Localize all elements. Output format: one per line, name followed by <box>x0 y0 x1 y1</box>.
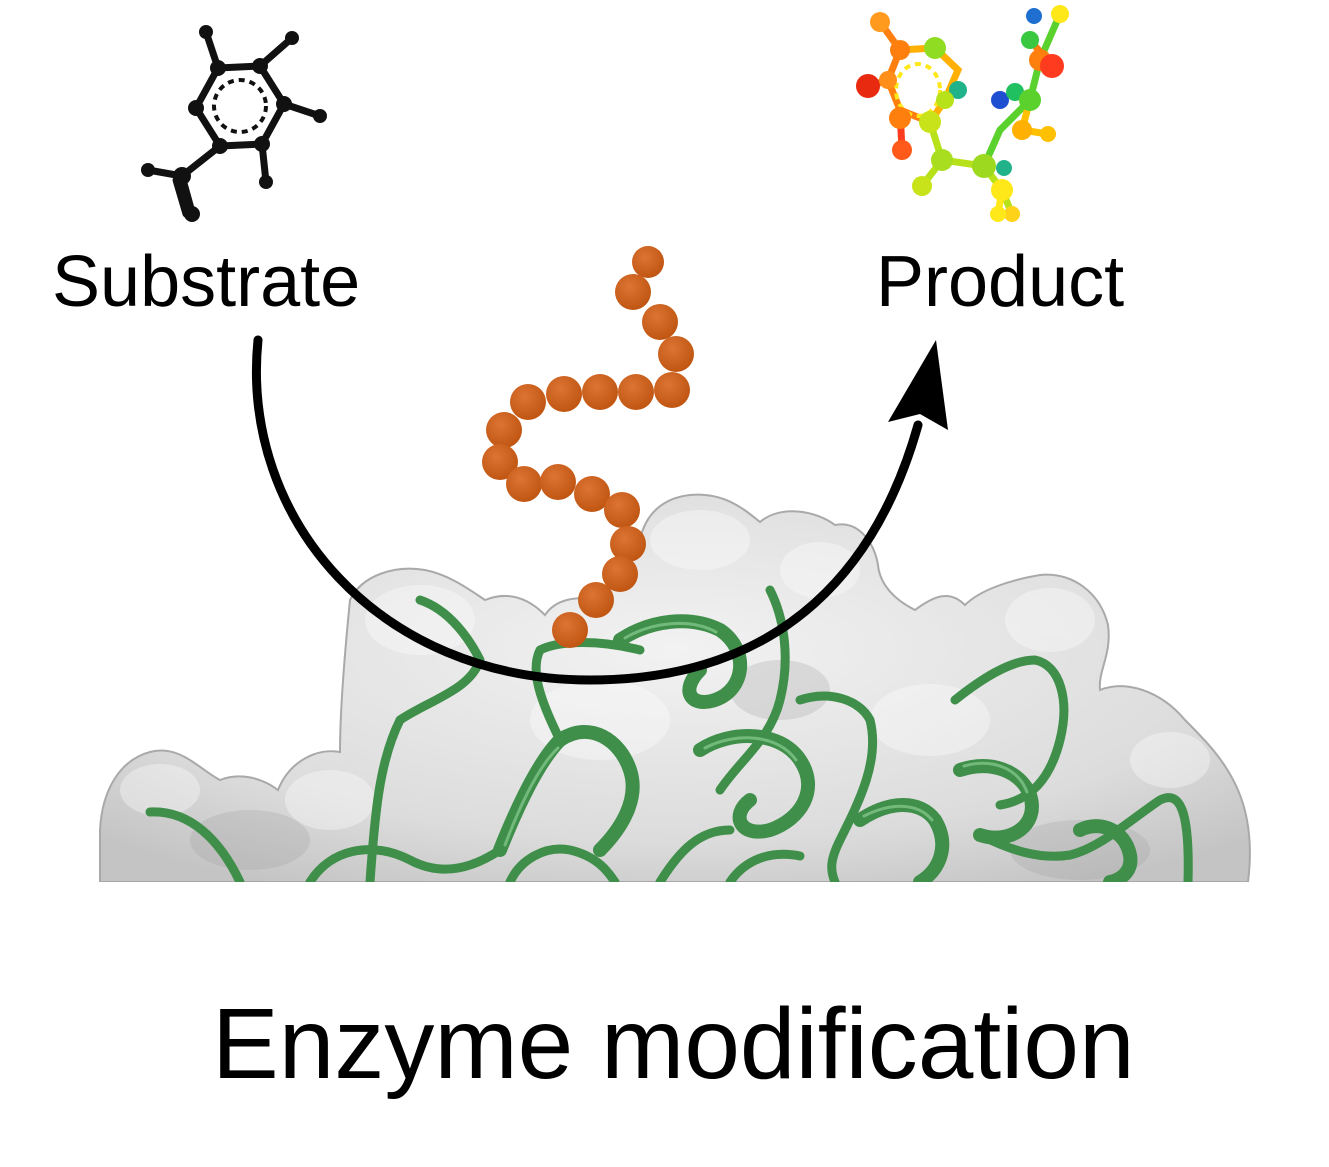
enzyme-ribbon <box>145 585 1193 882</box>
reaction-arrow-shaft <box>252 335 923 685</box>
enzyme-surface-shadow <box>190 660 1150 880</box>
product-molecule-icon <box>856 5 1069 222</box>
enzyme-icon <box>99 493 1251 882</box>
enzyme-ribbon-highlights <box>503 621 1029 847</box>
substrate-molecule-icon <box>141 25 327 222</box>
diagram-caption: Enzyme modification <box>212 988 1135 1100</box>
product-label: Product <box>876 242 1125 322</box>
substrate-label: Substrate <box>52 242 361 322</box>
enzyme-surface <box>99 493 1251 882</box>
reaction-arrow-head <box>888 340 948 430</box>
polymer-chain-icon <box>482 246 694 648</box>
reaction-arrow-icon <box>252 335 948 685</box>
enzyme-surface-shading <box>120 510 1210 830</box>
